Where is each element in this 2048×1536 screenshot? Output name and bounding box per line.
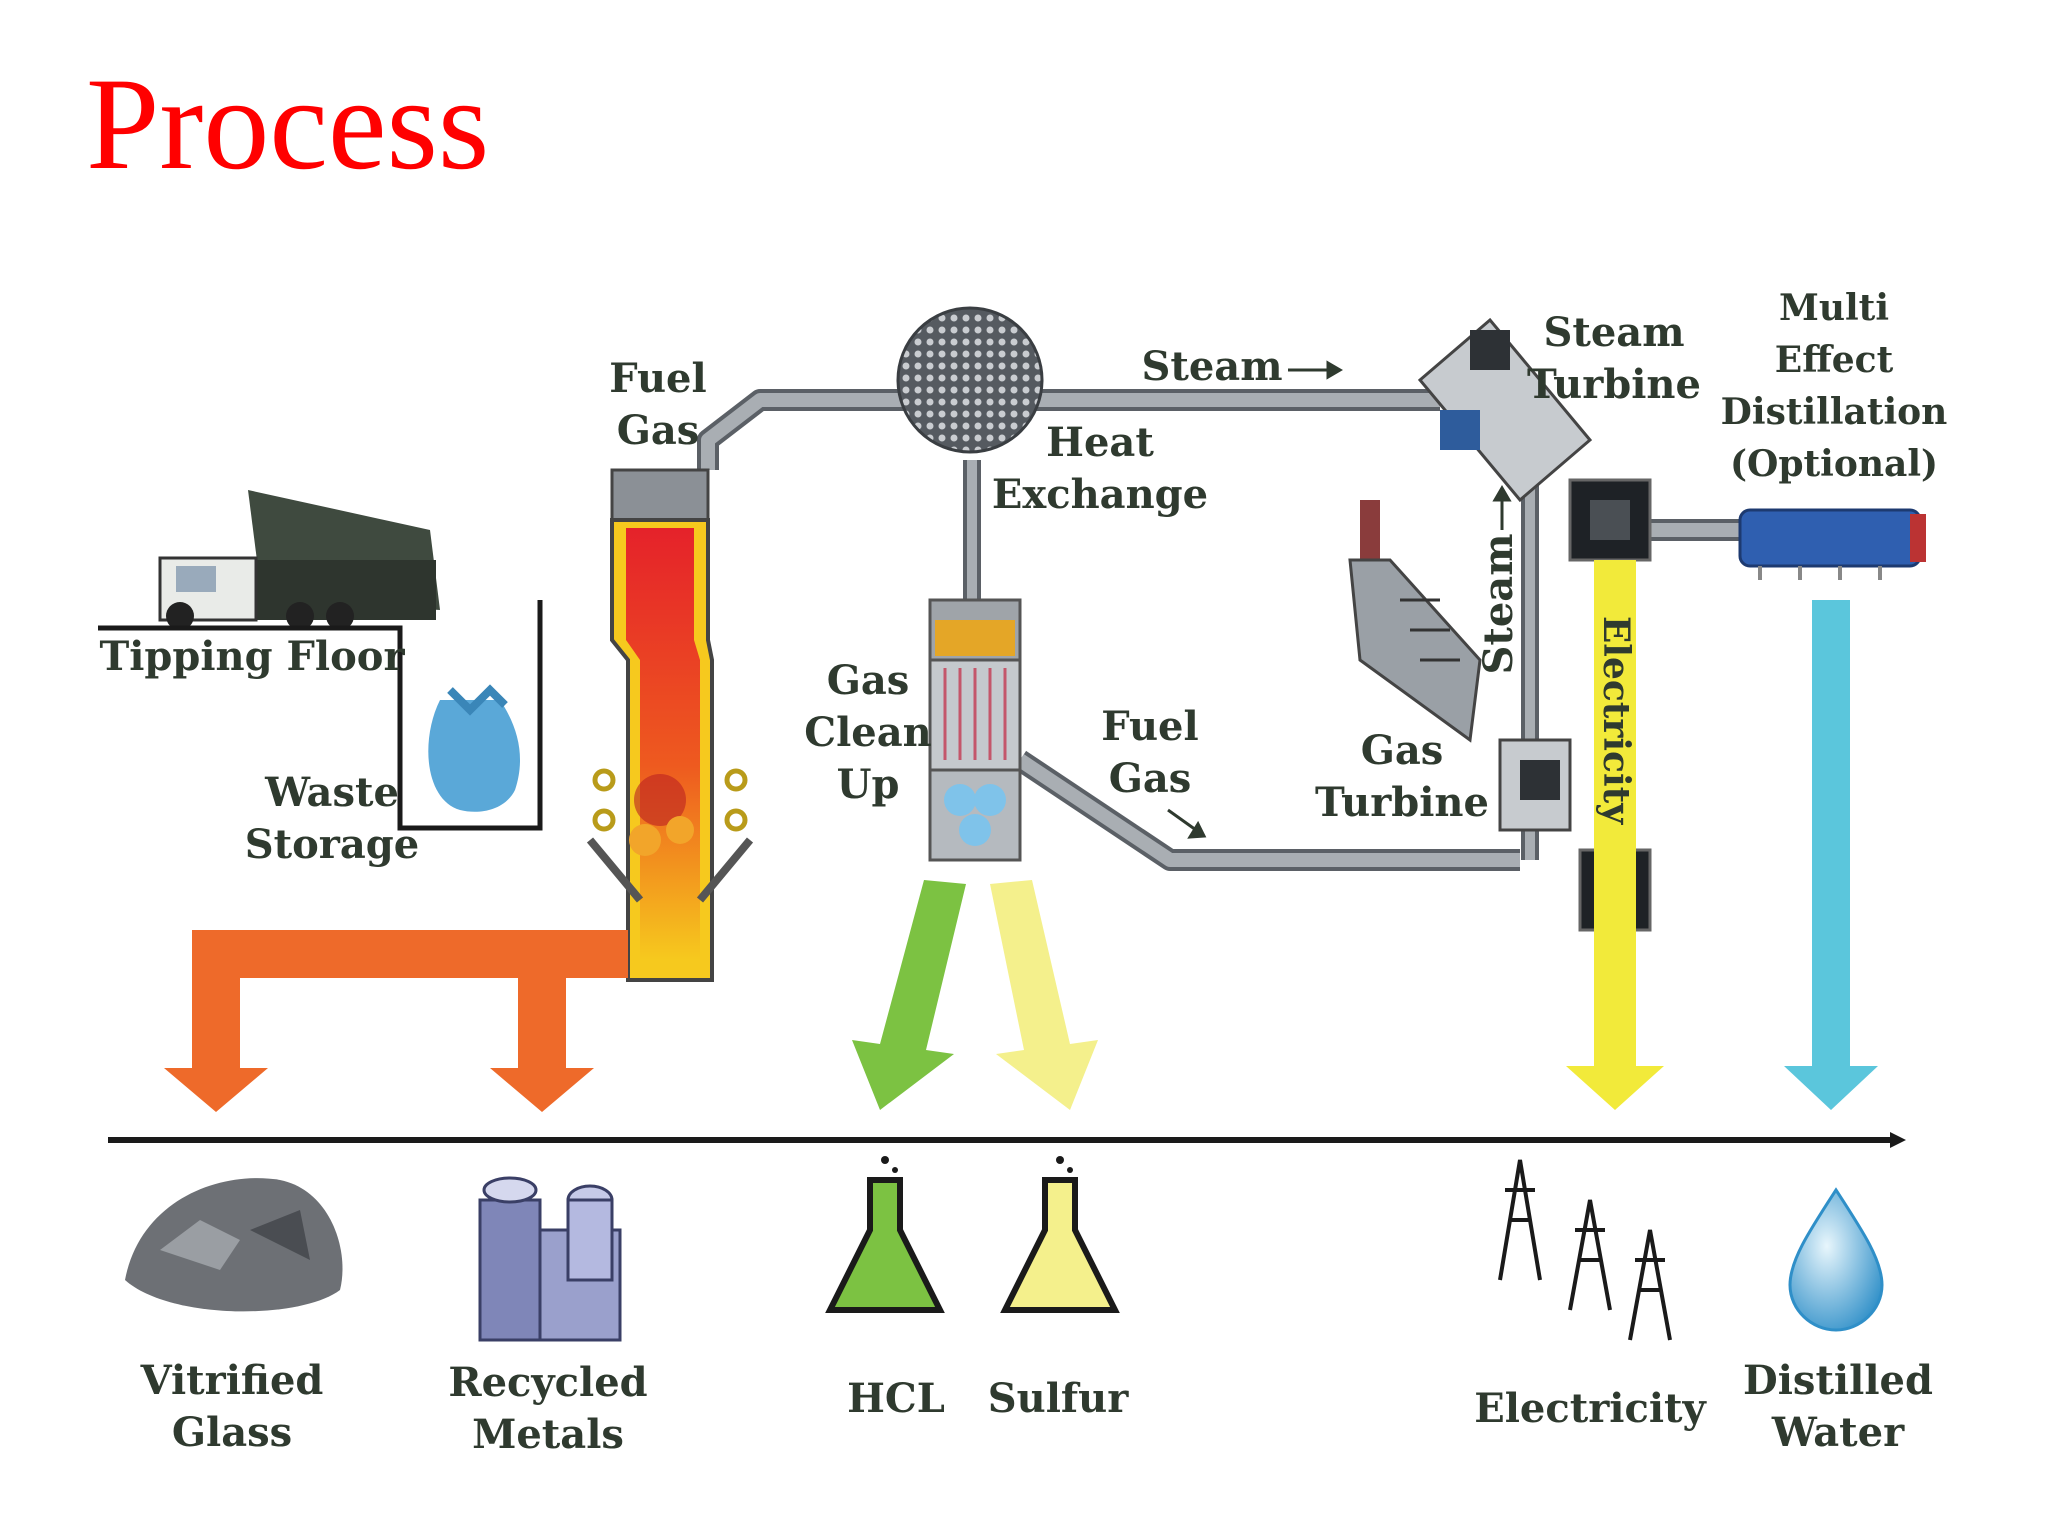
svg-text:Heat: Heat	[1046, 419, 1154, 466]
gasifier-reactor	[586, 468, 754, 982]
label-electricity-vertical: Electricity	[1595, 616, 1637, 825]
svg-text:Distillation: Distillation	[1721, 391, 1948, 433]
distillation-unit-icon	[1738, 508, 1926, 580]
svg-text:Multi: Multi	[1779, 287, 1889, 329]
svg-text:Recycled: Recycled	[448, 1359, 647, 1406]
electricity-output-arrow	[1566, 560, 1664, 1110]
hcl-flask-icon	[825, 1156, 945, 1313]
label-tipping-floor: Tipping Floor	[99, 633, 405, 680]
sulfur-output-arrow	[990, 880, 1098, 1110]
label-gas-clean-up: Gas Clean Up	[804, 657, 931, 808]
slide-title: Process	[86, 50, 490, 197]
output-label-vitrified-glass: Vitrified Glass	[140, 1357, 324, 1456]
svg-text:(Optional): (Optional)	[1730, 443, 1938, 485]
metals-stack-icon	[478, 1176, 622, 1342]
svg-text:Gas: Gas	[1361, 727, 1444, 774]
svg-text:Turbine: Turbine	[1315, 779, 1489, 826]
label-multi-effect-distillation: Multi Effect Distillation (Optional)	[1721, 287, 1948, 485]
output-label-distilled-water: Distilled Water	[1743, 1357, 1933, 1456]
waste-bag-icon	[428, 684, 520, 812]
svg-text:Turbine: Turbine	[1527, 361, 1701, 408]
hcl-output-arrow	[852, 880, 966, 1110]
truck-icon	[158, 490, 440, 630]
label-heat-exchange: Heat Exchange	[992, 419, 1208, 518]
label-steam-vertical: Steam	[1475, 533, 1522, 674]
svg-text:Exchange: Exchange	[992, 471, 1208, 518]
steam-turbine-icon	[1417, 317, 1652, 562]
output-label-sulfur: Sulfur	[988, 1375, 1129, 1422]
svg-text:Clean: Clean	[804, 709, 931, 756]
power-tower-icon	[1498, 1159, 1672, 1341]
output-baseline	[108, 1132, 1906, 1148]
svg-text:Storage: Storage	[245, 821, 419, 868]
glass-pile-icon	[125, 1178, 343, 1312]
label-fuel-gas-top: Fuel Gas	[609, 355, 706, 454]
fuel-gas-direction-arrow	[1167, 808, 1207, 839]
label-gas-turbine: Gas Turbine	[1315, 727, 1489, 826]
steam-up-arrow	[1492, 485, 1512, 530]
svg-text:Effect: Effect	[1775, 339, 1894, 381]
steam-direction-arrow	[1288, 360, 1343, 380]
slag-output-arrows	[164, 930, 628, 1112]
heat-exchanger-icon	[896, 306, 1044, 454]
svg-text:Up: Up	[837, 761, 900, 808]
water-drop-icon	[1788, 1187, 1884, 1332]
label-waste-storage: Waste Storage	[245, 769, 419, 868]
svg-text:Gas: Gas	[617, 407, 700, 454]
sulfur-flask-icon	[1000, 1156, 1120, 1313]
output-label-recycled-metals: Recycled Metals	[448, 1359, 647, 1458]
svg-text:Metals: Metals	[472, 1411, 624, 1458]
label-steam-turbine: Steam Turbine	[1527, 309, 1701, 408]
svg-text:Fuel: Fuel	[1101, 703, 1198, 750]
label-fuel-gas-mid: Fuel Gas	[1101, 703, 1198, 802]
svg-text:Steam: Steam	[1543, 309, 1684, 356]
svg-text:Water: Water	[1771, 1409, 1905, 1456]
svg-text:Distilled: Distilled	[1743, 1357, 1933, 1404]
label-steam-top: Steam	[1141, 343, 1282, 390]
svg-text:Glass: Glass	[172, 1409, 292, 1456]
tipping-floor-outline	[98, 600, 543, 831]
svg-text:Gas: Gas	[827, 657, 910, 704]
gas-cleanup-vessel	[928, 598, 1022, 862]
svg-text:Vitrified: Vitrified	[140, 1357, 324, 1404]
svg-text:Waste: Waste	[264, 769, 399, 816]
water-output-arrow	[1784, 600, 1878, 1110]
output-label-electricity: Electricity	[1474, 1385, 1707, 1432]
output-label-hcl: HCL	[847, 1375, 945, 1422]
svg-text:Gas: Gas	[1109, 755, 1192, 802]
svg-text:Fuel: Fuel	[609, 355, 706, 402]
